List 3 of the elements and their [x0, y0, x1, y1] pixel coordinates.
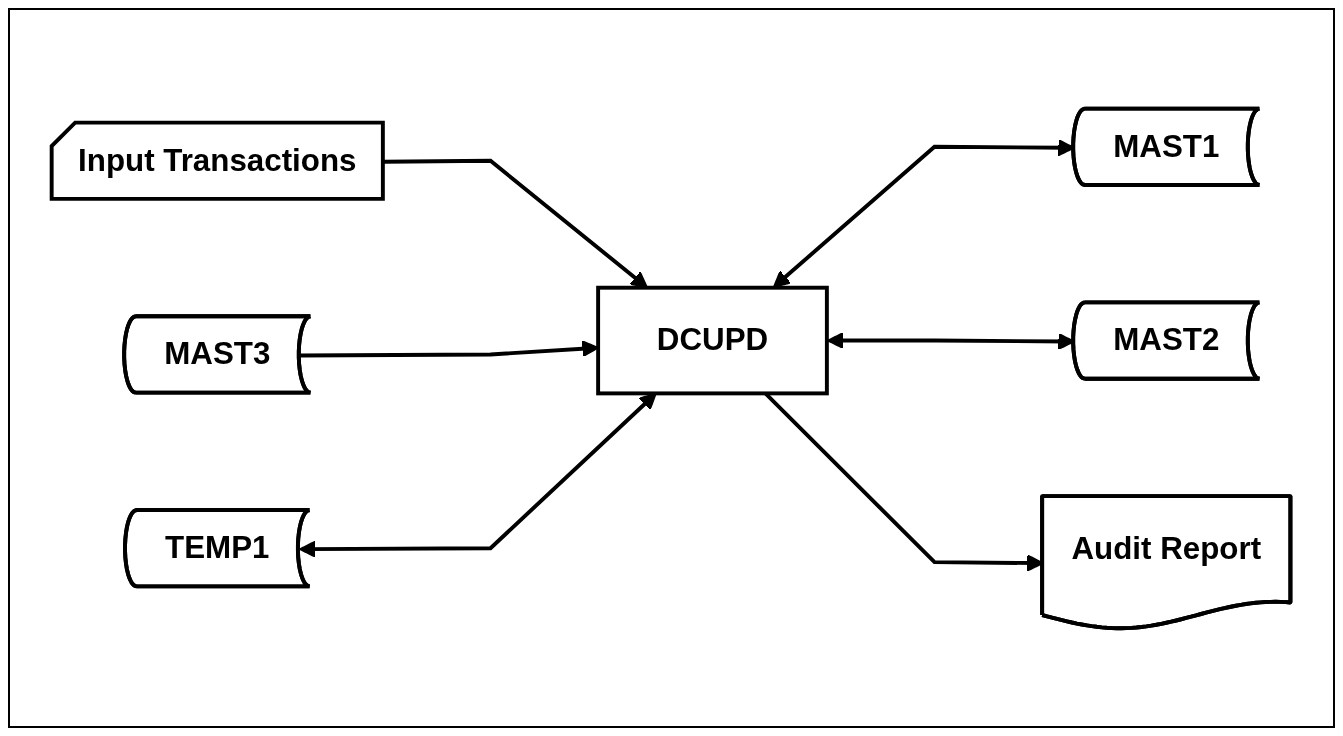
node-box: [596, 285, 830, 395]
figure-frame: Input Transactions MAST3 DCUPD MAST1 TEMP1 MAST2 Audit Report: [8, 8, 1335, 728]
arrow: [299, 392, 658, 558]
